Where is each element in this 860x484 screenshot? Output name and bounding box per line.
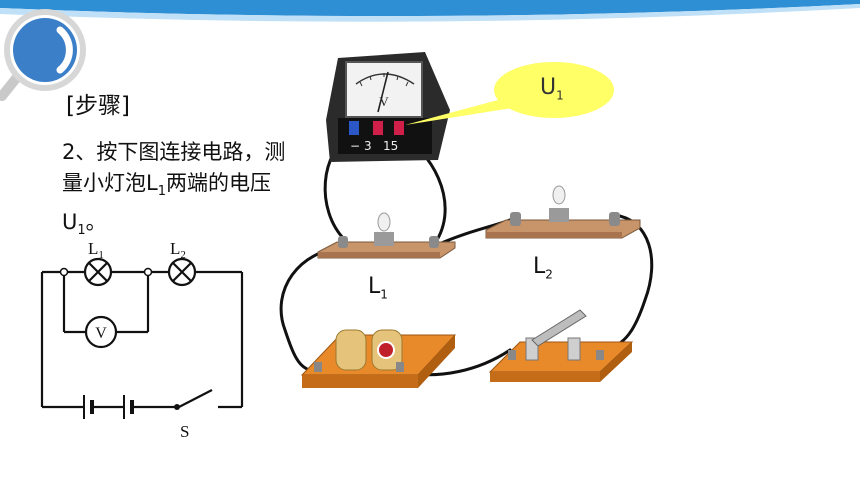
schematic-label-l2: L2 [170, 239, 186, 261]
voltmeter-symbol [84, 315, 118, 349]
circuit-schematic: V L1 L2 S [40, 239, 244, 441]
meter-terminal-minus: − [350, 139, 360, 153]
callout-pointer [405, 100, 512, 125]
instruction-text: 2、按下图连接电路，测量小灯泡L1两端的电压U1。 [62, 140, 286, 239]
step-label: [步骤] [66, 93, 130, 119]
lamp-board-l1 [317, 212, 456, 259]
schematic-label-s: S [180, 422, 189, 441]
meter-terminal-15: 15 [383, 139, 398, 153]
schematic-label-l1: L1 [88, 239, 104, 261]
battery-holder [300, 329, 457, 388]
lamp-l2-symbol [167, 257, 197, 287]
lamp-l1-symbol [83, 257, 113, 287]
apparatus-label-l1: L1 [368, 274, 388, 302]
battery-symbols [83, 395, 134, 419]
apparatus-illustration: V − 3 15 [279, 52, 654, 388]
callout-label: U1 [540, 75, 564, 103]
magnifier-icon [0, 9, 86, 101]
voltmeter-device: V − 3 15 [326, 52, 450, 162]
callout-bubble [494, 62, 614, 118]
lamp-board-l2 [485, 185, 641, 239]
voltmeter-letter: V [95, 325, 107, 342]
top-decorative-band [0, 0, 860, 22]
meter-dial-letter: V [379, 94, 389, 109]
knife-switch [488, 309, 634, 382]
apparatus-label-l2: L2 [533, 254, 553, 282]
meter-terminal-3: 3 [364, 139, 372, 153]
